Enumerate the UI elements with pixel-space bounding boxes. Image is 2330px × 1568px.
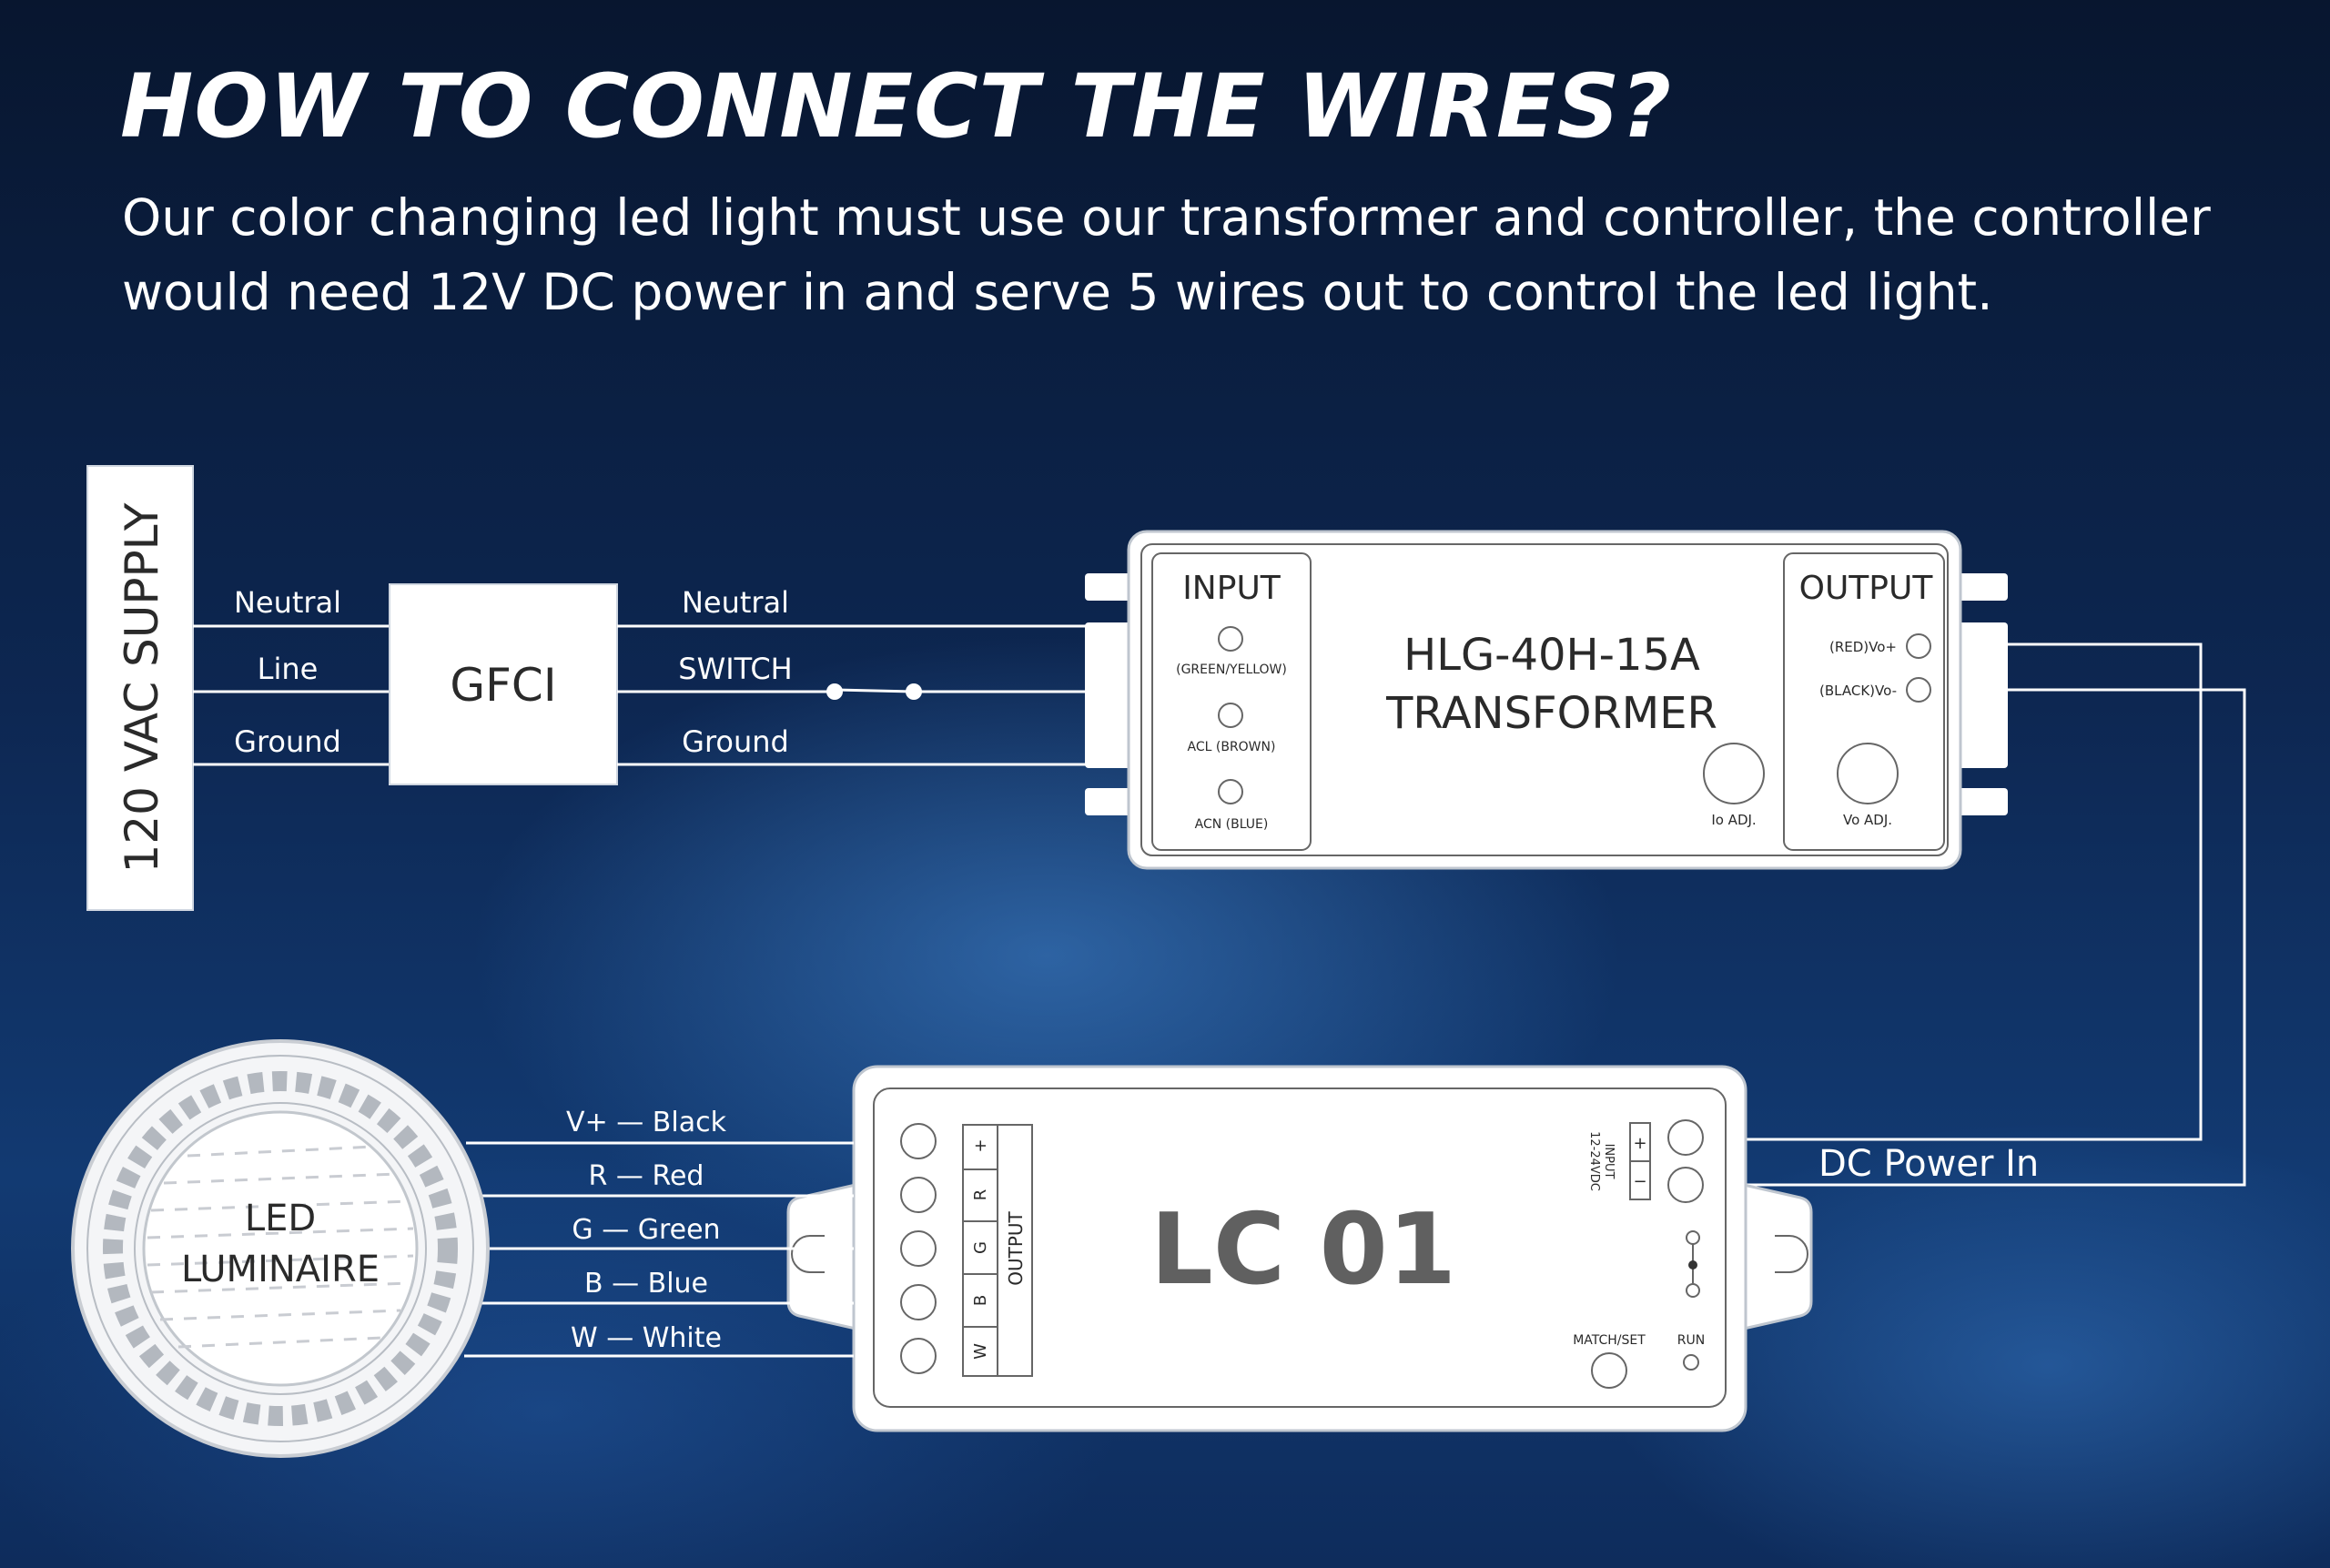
input-terminal-label-acl: ACL (BROWN): [1188, 740, 1276, 754]
vo-adj-label: Vo ADJ.: [1843, 812, 1892, 828]
transformer-body: [1127, 530, 1962, 870]
polarity-symbol-minus: [1686, 1283, 1700, 1298]
switch-contact-right: [906, 683, 922, 700]
transformer-tab: [1085, 573, 1132, 601]
input-terminal-ground: [1218, 626, 1243, 652]
switch-contact-left: [826, 683, 843, 700]
transformer-tab: [1957, 573, 2008, 601]
controller-name: LC 01: [1150, 1193, 1456, 1307]
match-set-button[interactable]: [1591, 1352, 1627, 1389]
transformer-input-label: INPUT: [1182, 570, 1282, 607]
wire-label-g: G — Green: [572, 1214, 720, 1246]
supply-box: [86, 465, 194, 911]
transformer-title-line1: HLG-40H-15A: [1403, 630, 1700, 681]
output-terminal-vplus: [1906, 633, 1931, 659]
supply-label: 120 VAC SUPPLY: [116, 502, 168, 873]
controller-term-b: B: [971, 1295, 990, 1306]
match-set-label: MATCH/SET: [1573, 1333, 1646, 1348]
controller-term-r: R: [971, 1189, 990, 1201]
vo-adj-knob[interactable]: [1837, 743, 1899, 804]
controller-screw-vplus: [900, 1123, 937, 1159]
wire-label-w: W — White: [571, 1322, 722, 1354]
run-indicator: [1683, 1354, 1699, 1371]
wire-label-neutral-out: Neutral: [682, 585, 789, 620]
page-title: HOW TO CONNECT THE WIRES?: [120, 56, 1673, 157]
output-terminal-label-vminus: (BLACK)Vo-: [1819, 683, 1897, 699]
controller-term-plus: +: [971, 1138, 990, 1152]
polarity-symbol-center: [1688, 1260, 1697, 1270]
io-adj-knob[interactable]: [1703, 743, 1765, 804]
input-terminal-acn: [1218, 779, 1243, 804]
run-label: RUN: [1677, 1333, 1705, 1348]
io-adj-label: Io ADJ.: [1711, 812, 1756, 828]
wire-label-vplus: V+ — Black: [566, 1107, 727, 1138]
wire-dc-positive: [1744, 642, 2203, 1141]
controller-term-g: G: [971, 1241, 990, 1254]
led-label-line1: LED: [245, 1198, 316, 1239]
gfci-label: GFCI: [450, 659, 556, 712]
controller-ear-right: [1742, 1183, 1813, 1330]
transformer-output-panel: [1783, 552, 1945, 851]
transformer-tab: [1085, 622, 1132, 768]
controller-ear-left: [786, 1183, 857, 1330]
input-terminal-label-ground: (GREEN/YELLOW): [1176, 663, 1287, 677]
output-terminal-vminus: [1906, 677, 1931, 703]
led-lens-pattern: [147, 1145, 414, 1349]
switch-blade: [835, 688, 915, 693]
page-subtitle: Our color changing led light must use ou…: [122, 188, 2211, 321]
wire-label-switch: SWITCH: [678, 652, 792, 686]
controller-ear-left-slot: [791, 1235, 825, 1273]
wire-label-r: R — Red: [589, 1160, 704, 1192]
input-terminal-acl: [1218, 703, 1243, 728]
wire-label-line-in: Line: [258, 652, 319, 686]
transformer-title-line2: TRANSFORMER: [1385, 688, 1717, 739]
controller-screw-input-minus: [1667, 1167, 1704, 1203]
led-luminaire-greek-key: [103, 1071, 458, 1426]
transformer-tab: [1085, 788, 1132, 815]
dc-power-label: DC Power In: [1818, 1143, 2039, 1185]
controller-input-plus: +: [1633, 1134, 1646, 1153]
wire-label-ground-out: Ground: [682, 724, 789, 759]
controller-input-minus: −: [1633, 1172, 1646, 1191]
controller-input-label-line1: INPUT: [1602, 1144, 1616, 1179]
wire-label-b: B — Blue: [584, 1268, 708, 1300]
controller-input-label-line2: 12-24VDC: [1587, 1131, 1601, 1191]
led-label-line2: LUMINAIRE: [181, 1249, 380, 1290]
controller-screw-input-plus: [1667, 1119, 1704, 1156]
output-terminal-label-vplus: (RED)Vo+: [1829, 639, 1897, 655]
gfci-box: [389, 583, 618, 785]
transformer-inner: [1140, 543, 1949, 856]
controller-term-w: W: [971, 1343, 990, 1360]
controller-screw-w: [900, 1338, 937, 1374]
wire-dc-negative: [1744, 688, 2246, 1187]
controller-ear-right-slot: [1775, 1235, 1808, 1273]
transformer-tab: [1957, 788, 2008, 815]
controller-screw-r: [900, 1177, 937, 1213]
controller-output-label: OUTPUT: [1005, 1210, 1027, 1285]
controller-screw-b: [900, 1284, 937, 1320]
led-luminaire-ring-inner: [134, 1102, 427, 1395]
controller-inner: [873, 1087, 1727, 1408]
transformer-output-label: OUTPUT: [1799, 570, 1934, 607]
transformer-tab: [1957, 622, 2008, 768]
input-terminal-label-acn: ACN (BLUE): [1195, 817, 1269, 832]
controller-screw-g: [900, 1230, 937, 1267]
wire-label-neutral-in: Neutral: [234, 585, 341, 620]
wire-label-ground-in: Ground: [234, 724, 341, 759]
led-luminaire-ring-outer: [86, 1055, 474, 1442]
transformer-input-panel: [1151, 552, 1312, 851]
